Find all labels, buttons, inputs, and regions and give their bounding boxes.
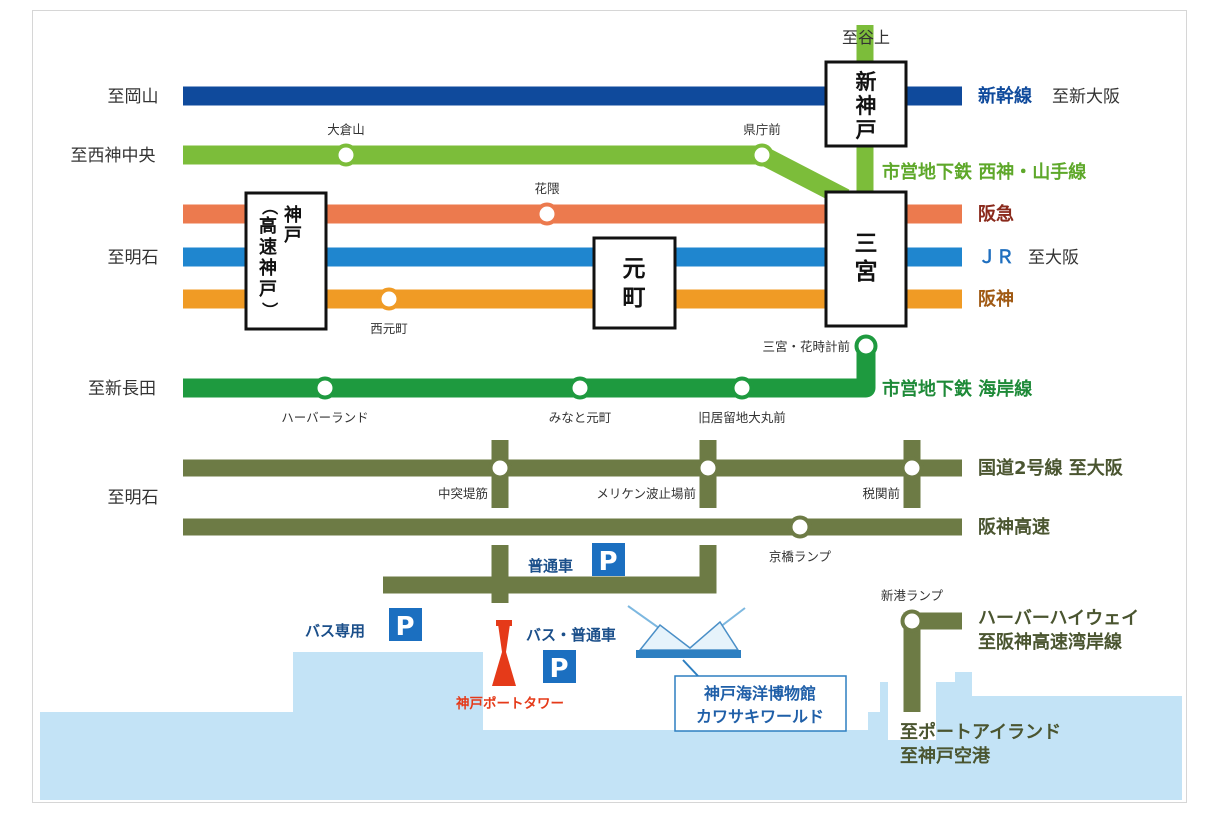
- meriken-marker: [696, 456, 720, 480]
- museum-base: [636, 650, 741, 658]
- parking-ordinary-label: 普通車: [528, 557, 573, 575]
- hanakuma-label: 花隈: [534, 181, 560, 196]
- shinkobe-char-1: 新: [856, 70, 877, 94]
- sannomiya-box: [824, 190, 908, 328]
- kyukyoryuchi-label: 旧居留地大丸前: [698, 410, 786, 425]
- museum-label-line2: カワサキワールド: [696, 707, 824, 726]
- harborland-marker: [313, 376, 337, 400]
- motomachi-box: [592, 236, 677, 330]
- map-frame: [32, 10, 1187, 803]
- motomachi-char-2: 町: [623, 285, 646, 311]
- station-labels: 大倉山 県庁前 花隈 西元町 三宮・花時計前 ハーバーランド みなと元町 旧居留…: [281, 122, 850, 425]
- label-subway-kaigan: 市営地下鉄 海岸線: [882, 378, 1032, 400]
- label-akashi-rail: 至明石: [108, 248, 159, 268]
- kobe-char-2: 戸: [284, 225, 302, 246]
- label-jr-osaka: 至大阪: [1028, 248, 1079, 268]
- kaigan-line: [183, 348, 876, 398]
- kobe-box: [244, 191, 328, 331]
- left-labels: 至岡山 至西神中央 至明石 至新長田 至明石: [71, 87, 159, 508]
- kyobashi-marker: [788, 515, 812, 539]
- chutotsu-label: 中突堤筋: [438, 486, 488, 501]
- label-subway-seishin: 市営地下鉄 西神・山手線: [882, 161, 1086, 183]
- label-harbor-highway: ハーバーハイウェイ: [978, 608, 1139, 629]
- kobe-char-5: 速: [259, 236, 277, 258]
- label-port-island: 至ポートアイランド: [900, 721, 1061, 743]
- shinko-marker: [900, 609, 924, 633]
- shinkobe-char-2: 神: [856, 94, 877, 118]
- sannomiya-char-2: 宮: [855, 258, 878, 285]
- kobe-paren-open: （: [260, 199, 279, 215]
- label-shin-osaka: 至新大阪: [1052, 87, 1120, 107]
- kobe-char-6: 神: [259, 257, 277, 279]
- shinkobe-box: [824, 60, 908, 148]
- sannomiya-hanadokei-label: 三宮・花時計前: [762, 339, 850, 354]
- parking-bus-only-p: P: [395, 612, 414, 642]
- kobe-char-4: 高: [259, 215, 277, 237]
- label-route2: 国道2号線 至大阪: [978, 457, 1124, 479]
- port-tower-label: 神戸ポートタワー: [456, 695, 564, 712]
- label-hanshin: 阪神: [978, 288, 1014, 310]
- sannomiya-char-1: 三: [855, 231, 878, 257]
- sannomiya-hanadokei-marker: [854, 334, 878, 358]
- minatomotomachi-label: みなと元町: [549, 410, 612, 425]
- parking-bus-ordinary-p: P: [549, 654, 568, 684]
- zeikanmae-marker: [900, 456, 924, 480]
- nishimotomachi-label: 西元町: [370, 321, 408, 336]
- harborland-label: ハーバーランド: [281, 410, 368, 425]
- right-labels: 至谷上 新幹線 至新大阪 市営地下鉄 西神・山手線 阪急 ＪＲ 至大阪 阪神 市…: [842, 28, 1139, 767]
- parking-bus-ordinary-icon: [543, 650, 576, 683]
- parking-group: 普通車 P バス専用 P バス・普通車 P: [305, 543, 625, 684]
- kenchomae-marker: [750, 143, 774, 167]
- station-markers: [313, 143, 924, 633]
- label-kobe-airport: 至神戸空港: [900, 745, 991, 767]
- motomachi-char-1: 元: [623, 256, 646, 282]
- kobe-char-7: 戸: [259, 279, 277, 300]
- label-wangan: 至阪神高速湾岸線: [978, 631, 1122, 653]
- port-tower-shape: [492, 624, 516, 686]
- parking-bus-only-icon: [389, 608, 422, 641]
- parking-bus-ordinary-label: バス・普通車: [526, 626, 616, 644]
- okurayama-label: 大倉山: [327, 122, 365, 137]
- minatomotomachi-marker: [568, 376, 592, 400]
- parking-ordinary-icon: [592, 543, 625, 576]
- kyukyoryuchi-marker: [730, 376, 754, 400]
- parking-ordinary-p: P: [598, 547, 617, 577]
- label-akashi-road: 至明石: [108, 488, 159, 508]
- label-jr: ＪＲ: [978, 247, 1014, 268]
- road-point-labels: 中突堤筋 メリケン波止場前 税関前 京橋ランプ 新港ランプ: [438, 486, 944, 603]
- hanakuma-marker: [535, 202, 559, 226]
- nishimotomachi-marker: [377, 287, 401, 311]
- museum-label-line1: 神戸海洋博物館: [704, 684, 816, 703]
- shinkobe-char-3: 戸: [856, 118, 877, 142]
- label-shinkansen: 新幹線: [978, 85, 1032, 107]
- okurayama-marker: [334, 143, 358, 167]
- label-hankyu: 阪急: [978, 203, 1014, 225]
- label-okayama: 至岡山: [108, 87, 159, 107]
- label-shin-nagata: 至新長田: [88, 379, 156, 399]
- kobe-char-1: 神: [284, 204, 302, 226]
- kenchomae-label: 県庁前: [743, 122, 781, 137]
- station-boxes: 新 神 戸 三 宮 元 町 神 戸 （ 高 速 神 戸 ）: [244, 60, 908, 331]
- port-tower-top: [496, 620, 512, 626]
- museum-label-box: [674, 675, 847, 732]
- port-tower-icon: 神戸ポートタワー: [456, 620, 564, 712]
- chutotsu-marker: [488, 456, 512, 480]
- label-seishin-chuo: 至西神中央: [71, 146, 156, 166]
- museum-icon: 神戸海洋博物館 カワサキワールド: [627, 605, 847, 732]
- museum-pointer: [682, 659, 699, 677]
- museum-shell: [638, 620, 740, 651]
- label-hanshin-expressway: 阪神高速: [978, 516, 1050, 538]
- sea-area: [40, 652, 1182, 800]
- meriken-label: メリケン波止場前: [596, 486, 696, 501]
- kobe-paren-close: ）: [260, 302, 279, 318]
- parking-bus-only-label: バス専用: [305, 622, 365, 640]
- parking-access-road: [383, 545, 717, 594]
- shinko-label: 新港ランプ: [881, 588, 944, 603]
- sea-shape: [40, 652, 1182, 800]
- label-tanigami: 至谷上: [842, 28, 890, 47]
- kyobashi-label: 京橋ランプ: [769, 549, 832, 564]
- zeikanmae-label: 税関前: [862, 486, 900, 501]
